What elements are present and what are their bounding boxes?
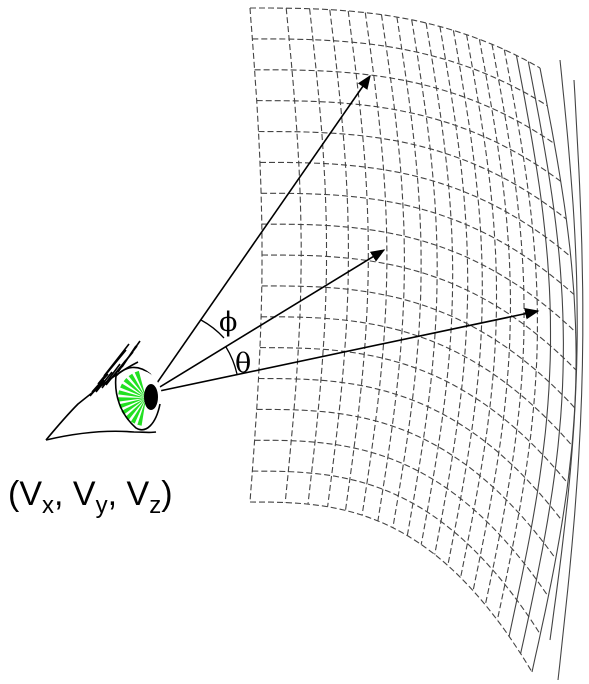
grid-line bbox=[549, 59, 578, 641]
grid-line bbox=[261, 192, 575, 295]
grid-line bbox=[557, 79, 584, 681]
grid-line bbox=[252, 38, 548, 107]
grid-line bbox=[258, 377, 563, 522]
iris-spoke bbox=[118, 398, 146, 409]
grid-line bbox=[258, 130, 567, 220]
grid-line bbox=[496, 49, 538, 621]
grid-line bbox=[261, 316, 573, 446]
iris-spoke bbox=[121, 398, 146, 415]
grid-line bbox=[250, 7, 541, 69]
iris-spoke bbox=[120, 383, 146, 398]
grid-line bbox=[249, 7, 263, 503]
iris-spoke bbox=[130, 398, 146, 424]
iris-spoke bbox=[137, 398, 146, 426]
grid-line bbox=[406, 19, 438, 536]
ray-lower-arrow bbox=[149, 308, 540, 394]
grid-line bbox=[254, 69, 555, 144]
cheek-contour bbox=[45, 430, 157, 441]
grid-line bbox=[327, 9, 349, 507]
iris-spoke bbox=[125, 398, 146, 420]
grid-line bbox=[249, 501, 533, 673]
grid-line bbox=[520, 61, 564, 654]
phi-label: ϕ bbox=[219, 307, 237, 338]
grid-line bbox=[484, 44, 525, 605]
grid-line bbox=[256, 100, 562, 182]
grid-line bbox=[260, 161, 572, 258]
grid-line bbox=[392, 17, 422, 528]
viewer-position-label: (Vx, Vy, Vz) bbox=[8, 475, 173, 519]
iris-spoke bbox=[128, 373, 146, 398]
grid-line bbox=[361, 12, 388, 516]
grid-line bbox=[447, 30, 483, 566]
eye-icon bbox=[45, 340, 162, 441]
ray-middle-arrow bbox=[149, 249, 386, 394]
grid-line bbox=[261, 223, 577, 333]
grid-line bbox=[508, 55, 552, 637]
grid-line bbox=[259, 347, 569, 484]
theta-label: θ bbox=[235, 348, 251, 379]
ray-upper-arrow bbox=[149, 74, 371, 394]
grid-line bbox=[261, 254, 577, 371]
pupil-icon bbox=[144, 384, 158, 410]
projection-surface-grid bbox=[249, 7, 584, 681]
grid-line bbox=[377, 14, 405, 521]
view-rays bbox=[149, 74, 540, 394]
lower-lid bbox=[114, 375, 161, 431]
grid-line bbox=[254, 439, 549, 597]
grid-line bbox=[256, 408, 557, 560]
iris-spoke bbox=[134, 370, 146, 398]
eyelash-strokes bbox=[89, 340, 141, 397]
iris-spoke bbox=[118, 390, 146, 398]
iris-spoke bbox=[123, 378, 146, 398]
grid-line bbox=[472, 39, 512, 591]
theta-angle-arc bbox=[225, 346, 238, 375]
grid-line bbox=[261, 285, 576, 409]
iris-spoke bbox=[118, 397, 146, 402]
grid-line bbox=[252, 470, 541, 635]
grid-line bbox=[344, 10, 369, 511]
phi-angle-arc bbox=[200, 319, 225, 339]
iris-icon bbox=[114, 370, 162, 426]
